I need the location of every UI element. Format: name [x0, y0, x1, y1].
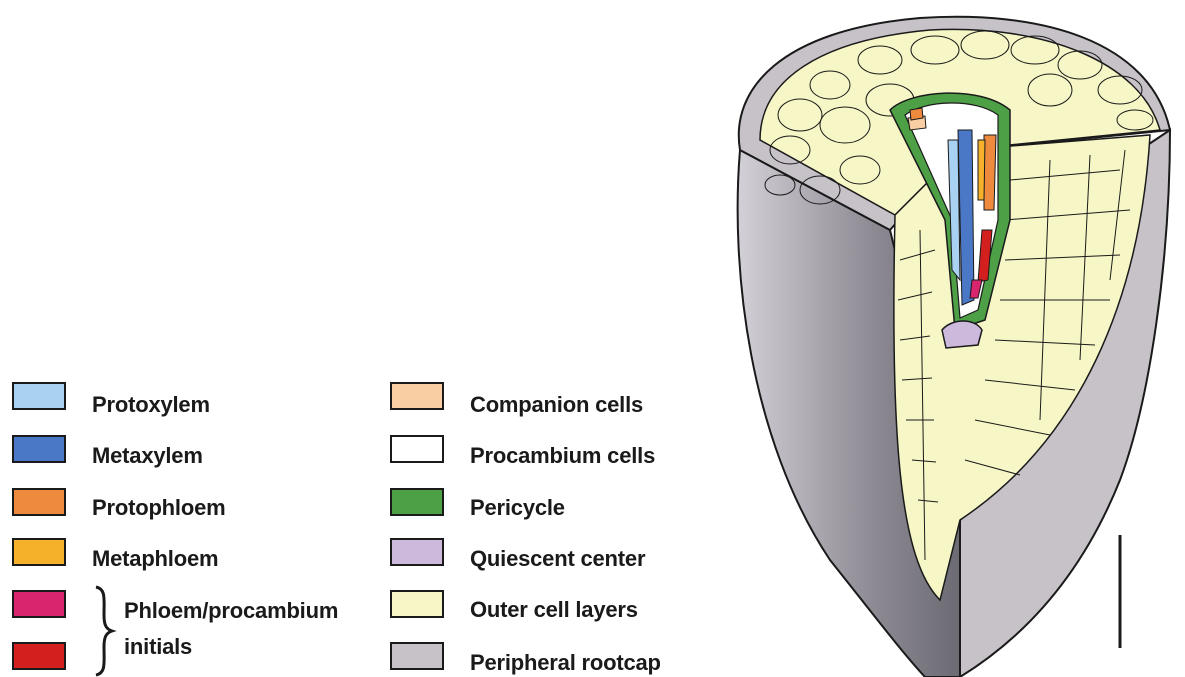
legend-label-outer-cell-layers: Outer cell layers	[470, 597, 638, 623]
swatch-initial-pink	[12, 590, 66, 618]
swatch-initial-red	[12, 642, 66, 670]
legend-label-metaphloem: Metaphloem	[92, 546, 218, 572]
legend: Protoxylem Metaxylem Protophloem Metaphl…	[0, 0, 720, 677]
root-tip-diagram	[720, 0, 1185, 677]
swatch-companion-cells	[390, 382, 444, 410]
legend-label-pericycle: Pericycle	[470, 495, 565, 521]
legend-label-procambium-cells: Procambium cells	[470, 443, 655, 469]
legend-label-quiescent-center: Quiescent center	[470, 546, 645, 572]
swatch-protoxylem	[12, 382, 66, 410]
legend-label-peripheral-rootcap: Peripheral rootcap	[470, 650, 661, 676]
swatch-metaxylem	[12, 435, 66, 463]
swatch-outer-cell-layers	[390, 590, 444, 618]
quiescent-center	[942, 321, 982, 348]
legend-label-metaxylem: Metaxylem	[92, 443, 203, 469]
swatch-procambium-cells	[390, 435, 444, 463]
swatch-protophloem	[12, 488, 66, 516]
protophloem-top	[910, 108, 923, 120]
brace-icon	[90, 585, 120, 677]
swatch-metaphloem	[12, 538, 66, 566]
legend-label-initials-line1: Phloem/procambium	[124, 598, 338, 624]
legend-label-companion-cells: Companion cells	[470, 392, 643, 418]
legend-label-protoxylem: Protoxylem	[92, 392, 210, 418]
swatch-pericycle	[390, 488, 444, 516]
protophloem-strand	[984, 135, 996, 210]
legend-label-initials-line2: initials	[124, 634, 192, 660]
legend-label-protophloem: Protophloem	[92, 495, 225, 521]
swatch-peripheral-rootcap	[390, 642, 444, 670]
metaphloem-strand	[978, 140, 985, 200]
swatch-quiescent-center	[390, 538, 444, 566]
